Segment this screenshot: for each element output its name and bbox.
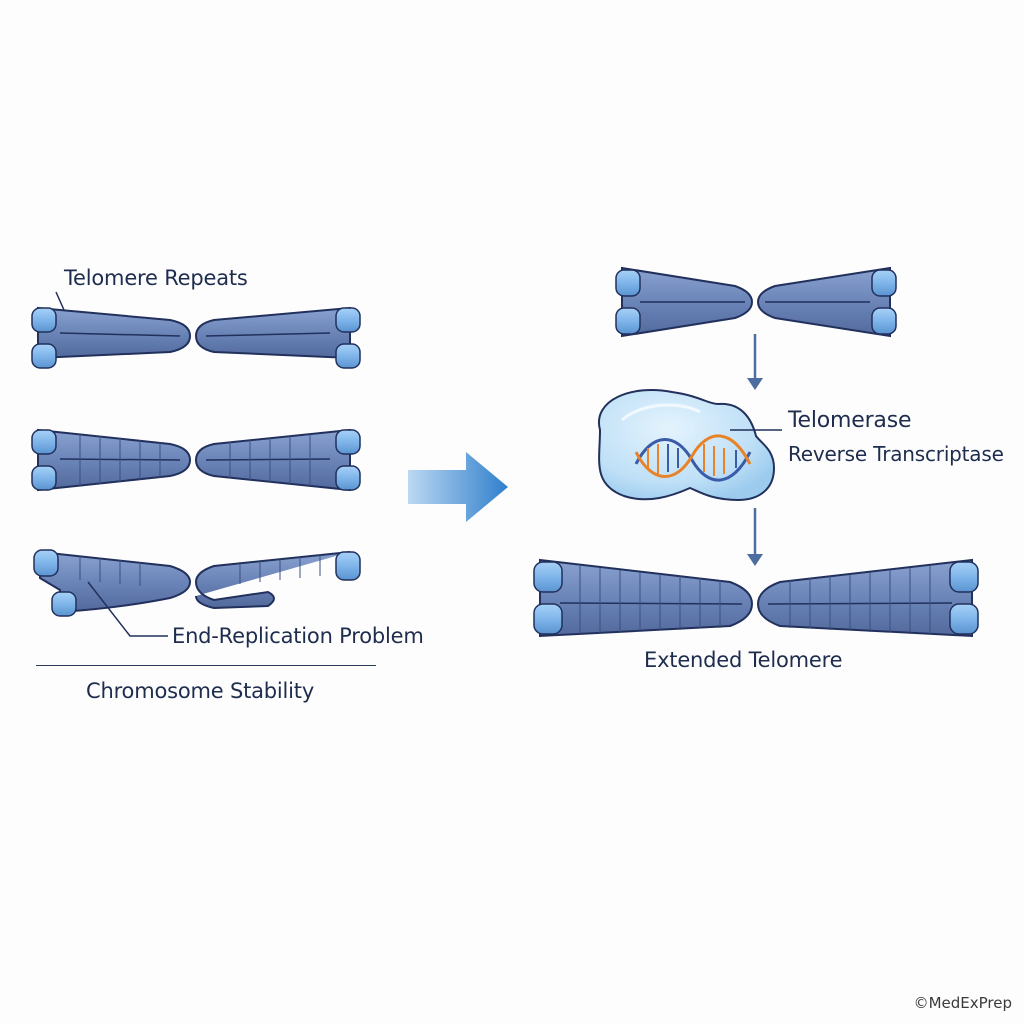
chromosome-before-extension [615,266,897,338]
label-reverse-transcriptase: Reverse Transcriptase [788,442,1004,466]
section-divider [36,665,376,666]
telomerase-enzyme-icon [597,388,776,502]
down-arrow-icon [747,508,763,566]
label-end-replication-problem: End-Replication Problem [172,624,424,648]
end-replication-pointer [87,581,168,637]
down-arrow-icon [747,334,763,390]
dna-helix-icon [634,434,752,482]
process-arrow-icon [408,452,508,522]
label-chromosome-stability: Chromosome Stability [86,679,315,703]
telomere-repeats-pointer [55,291,65,311]
label-telomere-repeats: Telomere Repeats [64,266,248,290]
label-telomerase: Telomerase [788,408,912,433]
chromosome-extended [533,558,979,638]
chromosome-shortened [33,549,361,617]
copyright-credit: ©MedExPrep [913,994,1012,1012]
chromosome-banded [31,428,361,492]
label-extended-telomere: Extended Telomere [644,648,843,672]
chromosome-normal [31,306,361,369]
